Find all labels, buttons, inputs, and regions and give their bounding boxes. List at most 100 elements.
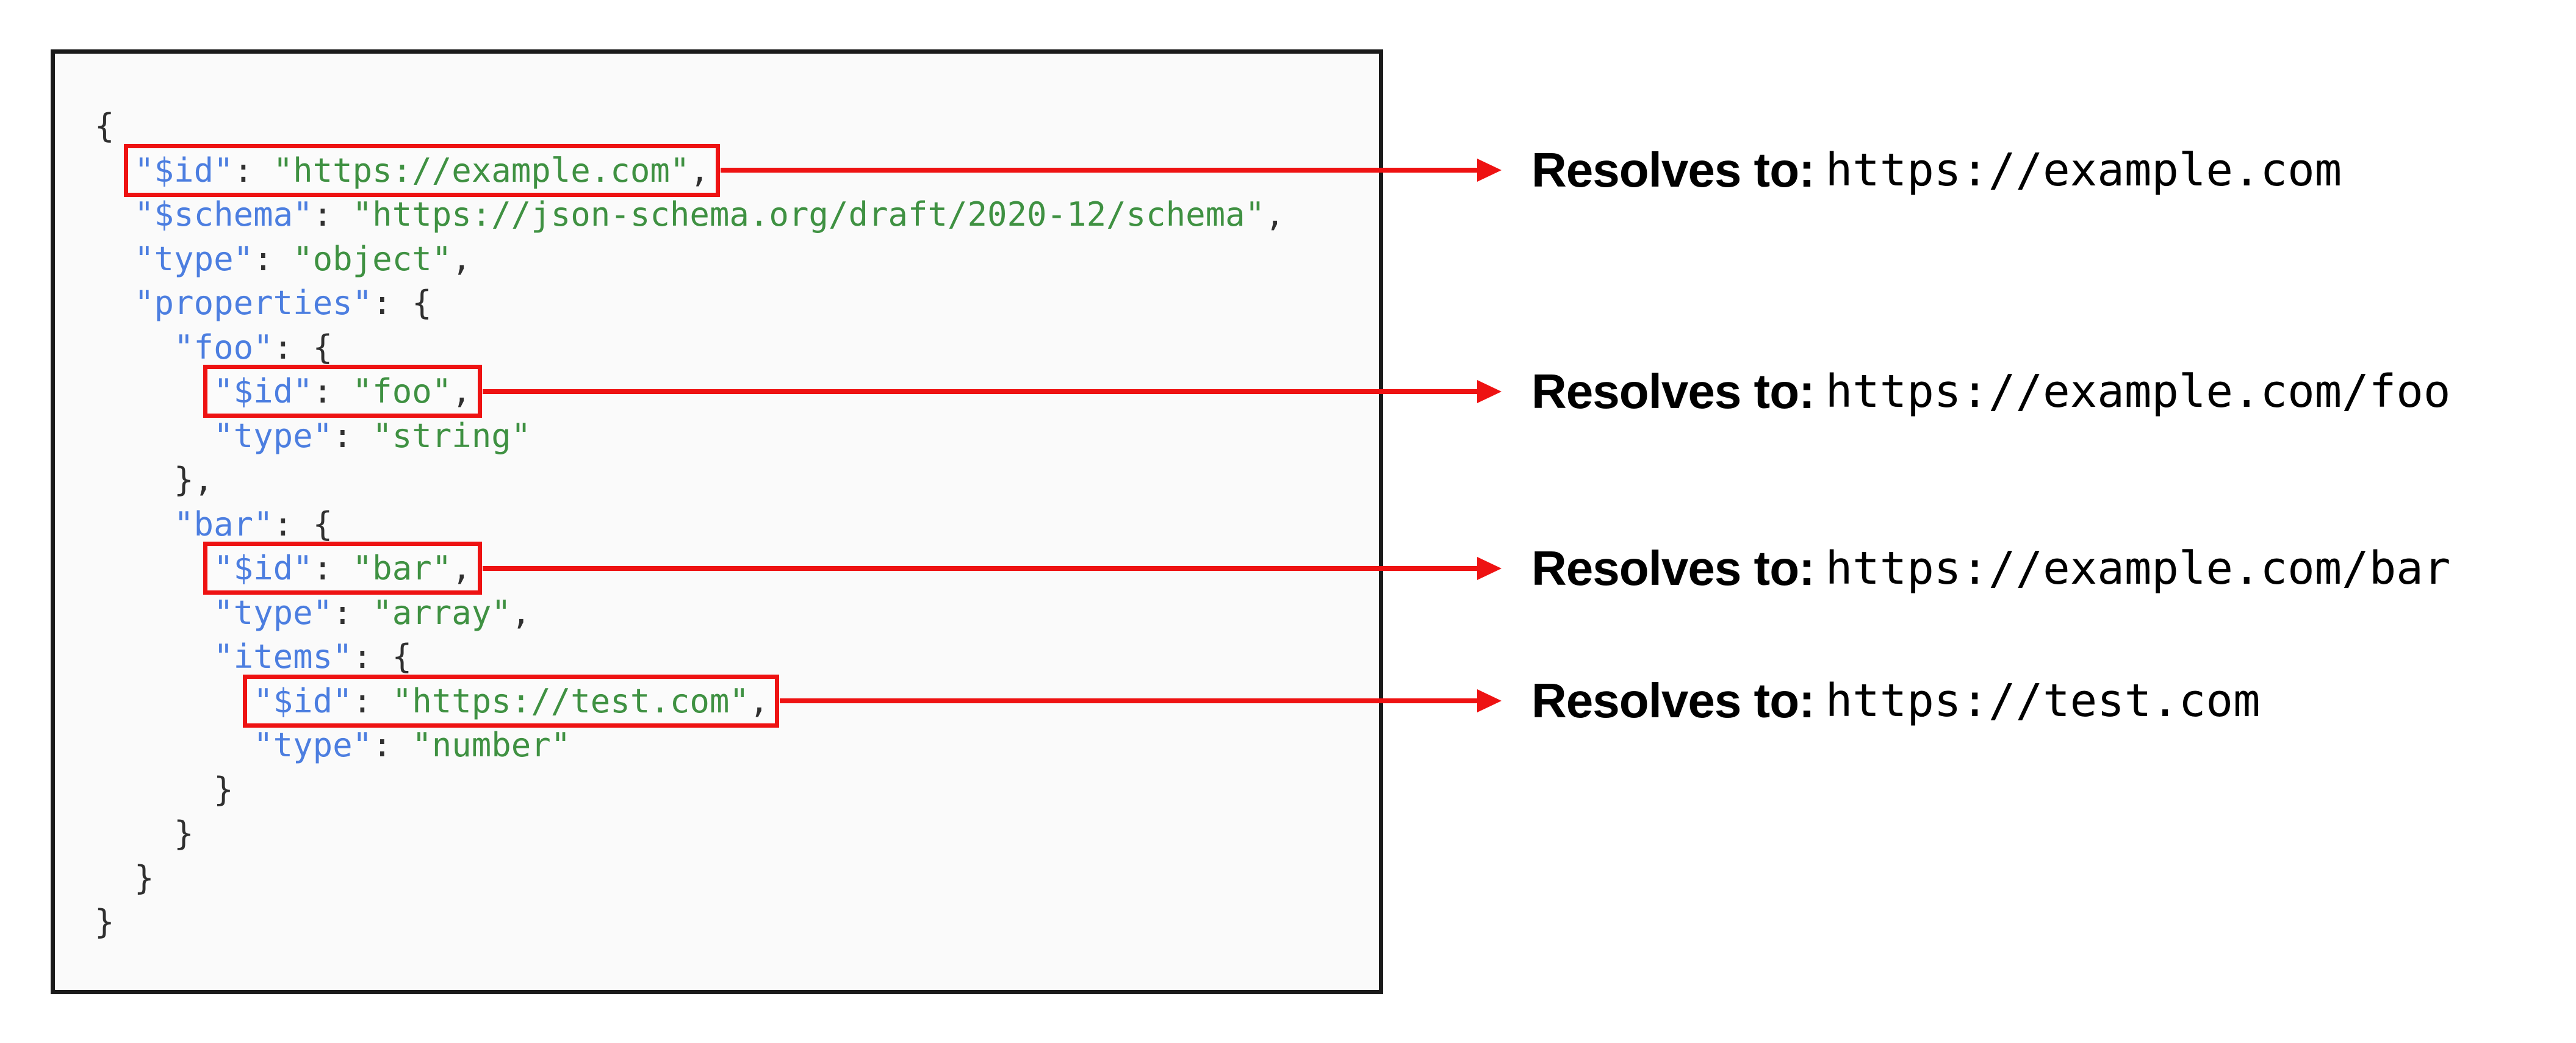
code-token: "foo"	[174, 328, 273, 367]
code-token: "https://test.com"	[392, 681, 749, 720]
code-line: "$id": "https://test.com",	[95, 674, 1379, 728]
code-token: "object"	[293, 239, 452, 278]
resolves-label: Resolves to:	[1531, 540, 1815, 595]
code-line: "type": "number"	[95, 723, 1379, 768]
code-token: }	[95, 903, 115, 941]
code-indent	[95, 637, 214, 676]
code-token: :	[312, 372, 353, 410]
code-token: ,	[689, 151, 710, 190]
code-line: "$id": "foo",	[95, 365, 1379, 418]
code-token: : {	[273, 328, 333, 367]
code-indent	[95, 417, 214, 455]
code-indent	[95, 549, 214, 587]
code-token: "properties"	[134, 284, 373, 322]
code-line: "type": "string"	[95, 414, 1379, 459]
code-line: "properties": {	[95, 281, 1379, 326]
code-indent	[95, 461, 174, 499]
code-token: :	[352, 681, 392, 720]
code-line: "$schema": "https://json-schema.org/draf…	[95, 193, 1379, 237]
highlight-box: "$id": "https://example.com",	[124, 143, 720, 197]
code-indent	[95, 682, 253, 720]
arrow-line	[720, 168, 1478, 173]
code-token: : {	[352, 637, 412, 676]
arrow-line	[482, 565, 1478, 571]
code-token: ,	[1265, 195, 1285, 234]
code-token: }	[214, 770, 234, 809]
code-token: "string"	[372, 416, 531, 455]
code-indent	[95, 726, 253, 764]
code-token: "foo"	[352, 372, 452, 410]
arrowhead-right-icon	[1477, 689, 1502, 712]
code-token: ,	[452, 239, 472, 278]
code-token: "number"	[412, 726, 571, 764]
code-indent	[95, 195, 134, 234]
code-token: "$id"	[214, 372, 313, 410]
resolves-label: Resolves to:	[1531, 673, 1815, 728]
code-token: "$id"	[134, 151, 234, 190]
code-token: "bar"	[352, 549, 452, 587]
code-line: "bar": {	[95, 503, 1379, 547]
code-line: },	[95, 458, 1379, 503]
code-indent	[95, 770, 214, 809]
code-token: "$schema"	[134, 195, 313, 234]
code-line: "$id": "bar",	[95, 542, 1379, 595]
code-token: :	[333, 416, 373, 455]
code-token: : {	[372, 284, 432, 322]
code-indent	[95, 859, 134, 897]
arrowhead-right-icon	[1477, 556, 1502, 580]
code-token: "$id"	[253, 681, 353, 720]
code-token: }	[174, 814, 194, 853]
resolves-label: Resolves to:	[1531, 364, 1815, 418]
code-token: :	[312, 195, 353, 234]
code-line: }	[95, 768, 1379, 812]
code-token: },	[174, 461, 214, 499]
resolved-uri: https://test.com	[1825, 675, 2261, 727]
code-token: "https://json-schema.org/draft/2020-12/s…	[352, 195, 1265, 234]
arrow-line	[780, 698, 1478, 703]
code-token: "type"	[253, 726, 373, 764]
code-indent	[95, 240, 134, 278]
code-token: :	[333, 593, 373, 632]
code-indent	[95, 814, 174, 853]
code-line: }	[95, 812, 1379, 856]
code-token: "type"	[134, 239, 254, 278]
annotation-row: Resolves to: https://example.com/bar	[1531, 540, 2450, 597]
code-line: }	[95, 856, 1379, 901]
code-token: :	[233, 151, 273, 190]
code-indent	[95, 328, 174, 367]
annotation-row: Resolves to: https://test.com	[1531, 673, 2261, 729]
code-token: ,	[452, 372, 472, 410]
code-indent	[95, 284, 134, 322]
annotation-row: Resolves to: https://example.com/foo	[1531, 364, 2450, 420]
code-token: {	[95, 107, 115, 145]
code-token: "bar"	[174, 504, 273, 543]
code-token: :	[312, 549, 353, 587]
code-token: ,	[511, 593, 531, 632]
code-line: {	[95, 104, 1379, 149]
resolved-uri: https://example.com/bar	[1825, 542, 2451, 595]
code-line: "$id": "https://example.com",	[95, 143, 1379, 197]
json-schema-code-panel: { "$id": "https://example.com", "$schema…	[51, 49, 1383, 994]
code-line: "items": {	[95, 635, 1379, 679]
resolves-label: Resolves to:	[1531, 143, 1815, 197]
code-indent	[95, 505, 174, 543]
code-indent	[95, 593, 214, 632]
code-line: "type": "array",	[95, 591, 1379, 636]
code-token: "https://example.com"	[273, 151, 690, 190]
code-token: :	[253, 239, 293, 278]
arrow-line	[482, 389, 1478, 394]
code-token: "items"	[214, 637, 353, 676]
code-line: }	[95, 900, 1379, 945]
code-token: ,	[749, 681, 769, 720]
code-token: "type"	[214, 416, 333, 455]
code-line: "foo": {	[95, 326, 1379, 370]
resolved-uri: https://example.com	[1825, 144, 2342, 196]
code-token: "type"	[214, 593, 333, 632]
highlight-box: "$id": "https://test.com",	[243, 674, 780, 728]
arrowhead-right-icon	[1477, 159, 1502, 182]
code-token: "array"	[372, 593, 511, 632]
code-token: :	[372, 726, 412, 764]
code-token: ,	[452, 549, 472, 587]
code-token: "$id"	[214, 549, 313, 587]
